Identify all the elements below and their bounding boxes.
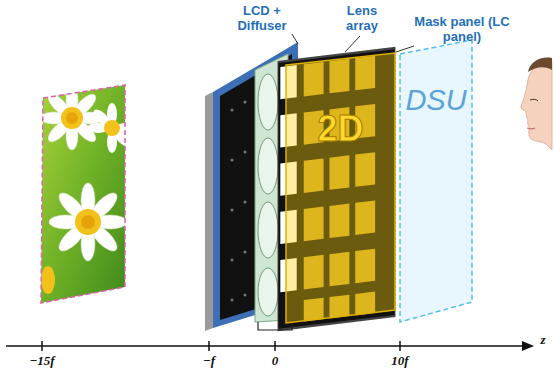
panel-label: 2D — [285, 108, 396, 150]
part-name: Mask panel (LC panel) — [414, 14, 510, 44]
z-axis — [6, 341, 524, 351]
panel-label: DSU — [398, 84, 474, 117]
daisy-image — [40, 85, 137, 303]
viewer-face — [521, 58, 552, 150]
axis-name: z — [540, 332, 545, 348]
panel-outline — [398, 38, 474, 324]
lcd-panel — [205, 42, 298, 331]
axis-tick-label: −15f — [29, 353, 54, 369]
part-name: Lens array — [339, 3, 385, 33]
mask-panel — [278, 48, 395, 330]
leader-lines — [292, 34, 414, 52]
panel-outline — [285, 52, 396, 324]
axis-arrowhead — [522, 341, 534, 351]
axis-tick-label: 10f — [391, 353, 408, 369]
part-name: LCD + Diffuser — [223, 3, 301, 33]
dsu-plane: DSU — [398, 38, 474, 324]
display-2d-panel: 2D — [285, 52, 396, 324]
axis-tick-label: 0 — [272, 353, 279, 369]
axis-tick-label: −f — [203, 353, 215, 369]
